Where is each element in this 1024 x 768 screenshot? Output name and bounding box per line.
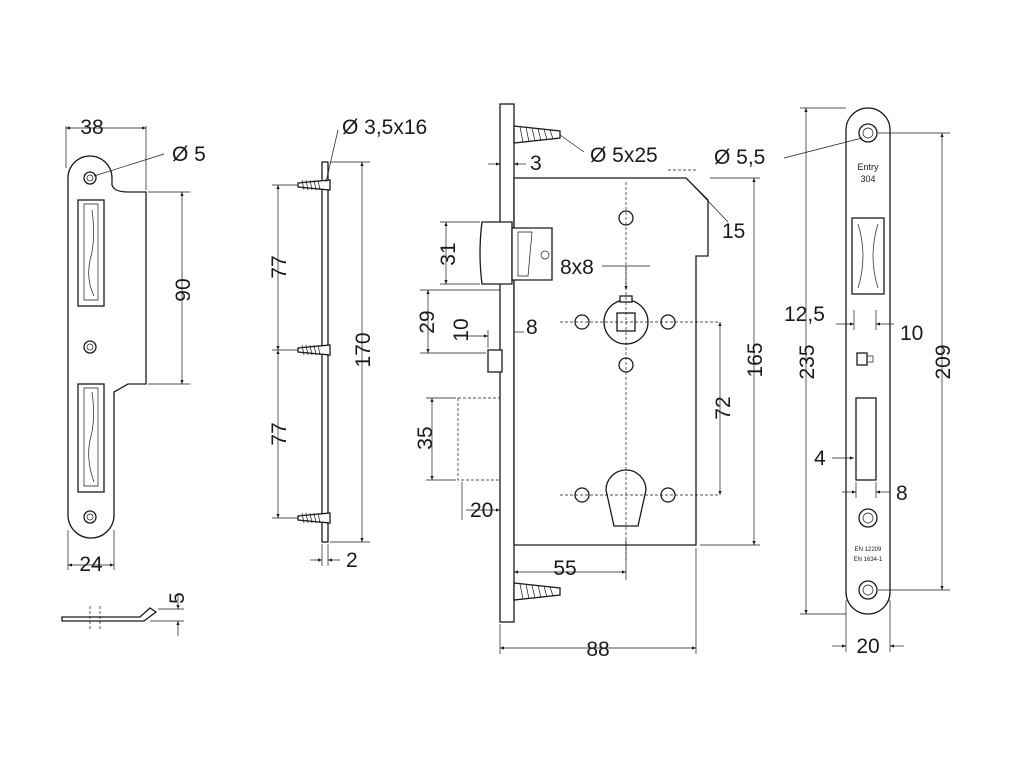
dim-front-width: 20	[856, 635, 879, 658]
deadbolt-opening	[77, 383, 105, 493]
screw-middle	[297, 344, 331, 356]
latch-bolt	[479, 221, 513, 285]
latch-opening	[77, 199, 105, 307]
dim-front-hole: Ø 5,5	[714, 146, 765, 169]
dim-plate-height: 170	[352, 332, 375, 367]
dim-strike-lip: 5	[166, 592, 189, 604]
lock-screw-bottom	[513, 582, 561, 601]
bolt-pin	[487, 349, 503, 373]
front-hole-bottom	[858, 580, 878, 600]
dim-cylinder-offset: 20	[470, 499, 493, 522]
dim-front-latch-width: 10	[900, 322, 923, 345]
dim-deadbolt-height: 35	[414, 426, 437, 449]
dim-screw-spacing-upper: 77	[268, 255, 291, 278]
front-label-model: Entry	[857, 162, 879, 172]
dim-screw-spec: Ø 3,5x16	[342, 116, 427, 139]
screw-hole-top	[83, 171, 97, 185]
screw-top	[297, 179, 331, 191]
dim-strike-bottom-width: 24	[79, 553, 103, 576]
dim-strike-width: 38	[80, 116, 103, 139]
dim-backset: 55	[553, 557, 576, 580]
dim-centre-distance: 72	[712, 396, 735, 419]
front-standard-1: EN 12209	[855, 547, 882, 553]
face-plate-side-view: Ø 3,5x16 77 77 170 2	[268, 116, 427, 572]
dim-body-height: 165	[744, 342, 767, 377]
screw-hole-bottom	[83, 510, 97, 524]
dim-bolt-projection: 10	[450, 318, 473, 341]
dim-strike-hole: Ø 5	[172, 143, 206, 166]
dim-body-depth: 88	[586, 638, 609, 661]
front-plate-view: Entry 304 EN 12209 EN 1634-1 Ø 5,5 235 2…	[714, 107, 955, 658]
dim-front-bolt-gap: 4	[814, 447, 826, 470]
dim-latch-offset: 29	[416, 310, 439, 333]
front-latch-opening	[851, 217, 885, 295]
front-deadbolt-opening	[855, 397, 877, 481]
front-standard-2: EN 1634-1	[854, 557, 883, 563]
front-hole-middle	[858, 508, 878, 528]
strike-profile	[61, 607, 158, 622]
dim-plate-thickness: 2	[346, 549, 358, 572]
dim-spindle-square: 8x8	[560, 256, 594, 279]
dim-front-hole-spacing: 209	[932, 344, 955, 379]
front-hole-top	[858, 123, 878, 143]
dim-latch-height: 31	[437, 242, 460, 265]
dim-front-height: 235	[796, 344, 819, 379]
dim-chamfer: 15	[722, 220, 745, 243]
strike-plate: 38 Ø 5 90 24 5	[61, 116, 206, 636]
screw-bottom	[297, 512, 331, 524]
dim-lock-screw: Ø 5x25	[590, 144, 658, 167]
deadbolt-outline	[457, 397, 501, 481]
front-bolt-pin	[856, 352, 868, 366]
screw-hole-middle	[83, 340, 97, 354]
dim-bolt-width: 8	[526, 316, 538, 339]
dim-front-edge-offset: 12,5	[784, 303, 825, 326]
front-label-material: 304	[860, 174, 875, 184]
dim-screw-spacing-lower: 77	[268, 422, 291, 445]
lock-screw-top	[513, 125, 561, 144]
dim-strike-spacing: 90	[172, 278, 195, 301]
lock-body: Ø 5x25 3 31 8x8 29 10 8 35 20	[414, 103, 767, 661]
dim-front-plate-thickness: 3	[530, 152, 542, 175]
dim-front-bolt-width: 8	[896, 482, 908, 505]
